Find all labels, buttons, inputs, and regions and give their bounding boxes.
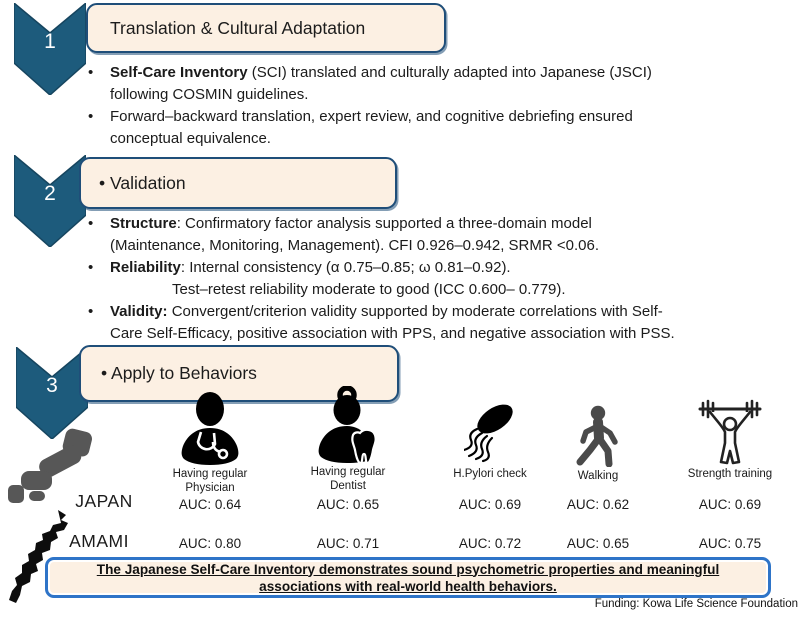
step-2-title: • Validation — [99, 172, 186, 193]
conclusion-text: The Japanese Self-Care Inventory demonst… — [96, 561, 720, 594]
bullet-line: (Maintenance, Monitoring, Management). C… — [110, 237, 600, 254]
bullet-item: • Reliability: Internal consistency (α 0… — [85, 257, 801, 301]
bullet-marker: • — [88, 259, 94, 276]
bullet-text: Validity: Convergent/criterion validity … — [110, 301, 801, 345]
step-1-number: 1 — [44, 30, 56, 53]
bullet-line: Care Self-Efficacy, positive association… — [110, 325, 675, 342]
chevron-down-icon — [14, 155, 86, 247]
physician-icon — [140, 390, 280, 465]
row-label-amami: AMAMI — [69, 531, 129, 551]
bullet-line: Convergent/criterion validity supported … — [167, 303, 663, 320]
behavior-label: Having regular Dentist — [310, 466, 386, 492]
bullet-line: : Internal consistency (α 0.75–0.85; ω 0… — [180, 259, 511, 276]
behavior-label: Walking — [577, 470, 619, 482]
bullet-marker: • — [88, 215, 94, 232]
strength-icon — [660, 390, 800, 465]
step-3-chevron: 3 — [16, 347, 88, 439]
amami-auc-strength: AUC: 0.75 — [698, 536, 762, 551]
conclusion-box: The Japanese Self-Care Inventory demonst… — [45, 557, 771, 598]
amami-auc-hpylori: AUC: 0.72 — [458, 536, 522, 551]
bullet-text: Forward–backward translation, expert rev… — [110, 106, 799, 150]
behavior-column-hpylori: H.Pylori check — [420, 390, 560, 482]
bullet-item: • Validity: Convergent/criterion validit… — [85, 301, 801, 345]
bullet-text: Reliability: Internal consistency (α 0.7… — [110, 257, 801, 301]
amami-auc-dentist: AUC: 0.71 — [316, 536, 380, 551]
bullet-line: Test–retest reliability moderate to good… — [172, 281, 566, 298]
step-1-title: Translation & Cultural Adaptation — [110, 17, 366, 38]
step-1-chevron: 1 — [14, 3, 86, 95]
japan-auc-physician: AUC: 0.64 — [178, 497, 242, 512]
step-1-bullets: • Self-Care Inventory (SCI) translated a… — [85, 62, 799, 150]
bullet-bold-text: Validity: — [110, 303, 168, 320]
bullet-marker: • — [88, 108, 94, 125]
step-3-title: • Apply to Behaviors — [101, 363, 257, 383]
behavior-label: Having regular Physician — [172, 468, 248, 494]
bullet-item: • Structure: Confirmatory factor analysi… — [85, 213, 801, 257]
amami-auc-walking: AUC: 0.65 — [566, 536, 630, 551]
step-3-number: 3 — [46, 374, 58, 397]
bullet-line: Forward–backward translation, expert rev… — [110, 108, 633, 125]
japan-map-icon — [8, 428, 108, 506]
bullet-line: conceptual equivalence. — [110, 130, 271, 147]
behavior-column-strength: Strength training — [660, 390, 800, 482]
japan-auc-walking: AUC: 0.62 — [566, 497, 630, 512]
bullet-marker: • — [88, 64, 94, 81]
bullet-line: (SCI) translated and culturally adapted … — [247, 64, 652, 81]
row-label-japan: JAPAN — [75, 491, 133, 511]
dentist-icon — [278, 386, 418, 463]
behavior-column-walking: Walking — [541, 392, 655, 484]
walking-icon — [541, 392, 655, 467]
behavior-label: H.Pylori check — [453, 468, 527, 480]
bullet-marker: • — [88, 303, 94, 320]
step-3-header: • Apply to Behaviors — [79, 345, 399, 402]
bullet-bold-text: Self-Care Inventory — [110, 64, 248, 81]
step-2-number: 2 — [44, 182, 56, 205]
bullet-bold-text: Structure — [110, 215, 177, 232]
step-1-header: Translation & Cultural Adaptation — [86, 3, 446, 53]
bullet-text: Self-Care Inventory (SCI) translated and… — [110, 62, 799, 106]
chevron-down-icon — [14, 3, 86, 95]
hpylori-icon — [420, 390, 560, 465]
bullet-bold-text: Reliability — [110, 259, 181, 276]
bullet-item: • Self-Care Inventory (SCI) translated a… — [85, 62, 799, 106]
japan-auc-dentist: AUC: 0.65 — [316, 497, 380, 512]
step-2-header: • Validation — [79, 157, 397, 209]
behavior-label: Strength training — [687, 468, 773, 480]
behavior-column-physician: Having regular Physician — [140, 390, 280, 495]
amami-auc-physician: AUC: 0.80 — [178, 536, 242, 551]
bullet-line: : Confirmatory factor analysis supported… — [176, 215, 592, 232]
behavior-column-dentist: Having regular Dentist — [278, 386, 418, 493]
funding-note: Funding: Kowa Life Science Foundation — [594, 598, 798, 610]
step-2-bullets: • Structure: Confirmatory factor analysi… — [85, 213, 801, 345]
chevron-down-icon — [16, 347, 88, 439]
japan-auc-strength: AUC: 0.69 — [698, 497, 762, 512]
bullet-text: Structure: Confirmatory factor analysis … — [110, 213, 801, 257]
bullet-line: following COSMIN guidelines. — [110, 86, 309, 103]
bullet-item: • Forward–backward translation, expert r… — [85, 106, 799, 150]
japan-auc-hpylori: AUC: 0.69 — [458, 497, 522, 512]
step-2-chevron: 2 — [14, 155, 86, 247]
amami-island-icon — [4, 508, 76, 612]
